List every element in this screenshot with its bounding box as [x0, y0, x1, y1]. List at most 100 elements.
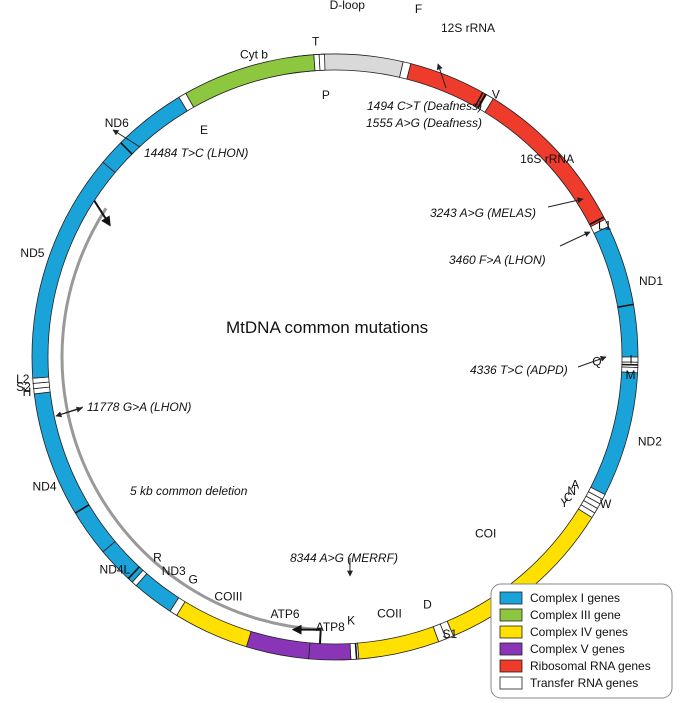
mutation-disease: ADPD	[529, 363, 564, 377]
legend-swatch-complex1	[499, 591, 523, 605]
deletion-label: 5 kb common deletion	[130, 484, 248, 498]
mutation-mark	[127, 566, 140, 580]
gene-label-nd4l: ND4L	[100, 563, 131, 577]
segment-atp6	[245, 630, 311, 660]
gene-label-n: N	[567, 484, 576, 498]
mutation-change: 11778 G>A (	[87, 400, 156, 414]
mutation-label-m8344: 8344 A>G (MERRF)	[290, 551, 398, 565]
gene-label-y: Y	[560, 496, 568, 510]
mutation-suffix: )	[476, 99, 482, 113]
legend-label-complex3: Complex III gene	[530, 608, 621, 622]
segment-nd2	[590, 371, 639, 496]
mutation-label-m1555: 1555 A>G (Deafness)	[366, 116, 482, 130]
mutation-arrow-m4336	[577, 355, 607, 368]
gene-label-atp8: ATP8	[316, 620, 345, 634]
mutation-suffix: )	[530, 206, 536, 220]
legend-label-trna: Transfer RNA genes	[530, 676, 638, 690]
mutation-marks	[74, 92, 638, 660]
gene-label-d-loop: D-loop	[330, 0, 366, 12]
mutation-arrow-m1494	[436, 63, 447, 89]
gene-label-e: E	[200, 123, 208, 137]
legend-swatch-complex3	[499, 608, 523, 622]
gene-label-f: F	[415, 2, 422, 16]
mutation-change: 1494 C>T (	[367, 99, 429, 113]
gene-label-nd6: ND6	[105, 116, 129, 130]
gene-label-cyt-b: Cyt b	[240, 48, 268, 62]
gene-label-c: C	[564, 490, 573, 504]
mutation-mark	[74, 504, 90, 514]
gene-label-coiii: COIII	[214, 589, 242, 603]
gene-label-coi: COI	[475, 526, 496, 540]
mutation-arrow-m14484	[112, 129, 141, 148]
gene-label-nd1: ND1	[639, 274, 663, 288]
mutation-arrow-m3460	[559, 231, 591, 247]
mutation-arrow-m3243	[547, 197, 584, 208]
gene-label-t: T	[312, 35, 320, 49]
mutation-mark	[120, 142, 133, 155]
legend-swatch-complex5	[499, 642, 523, 656]
mutation-disease: Deafness	[427, 99, 478, 113]
mutation-disease: LHON	[211, 146, 245, 160]
mutation-suffix: )	[392, 551, 398, 565]
segment-cyt-b	[185, 54, 316, 108]
legend-label-complex5: Complex V genes	[530, 642, 625, 656]
deletion-start-bracket	[291, 624, 322, 644]
mutation-change: 1555 A>G (	[366, 116, 429, 130]
segment-k	[349, 642, 360, 661]
mutation-suffix: )	[562, 363, 568, 377]
gene-label-nd2: ND2	[638, 434, 662, 448]
gene-label-r: R	[153, 551, 162, 565]
mutation-mark	[476, 93, 487, 109]
gene-label-nd4: ND4	[32, 479, 56, 493]
mutation-mark	[354, 643, 358, 660]
mutation-suffix: )	[185, 400, 191, 414]
legend-swatch-rrna	[499, 659, 523, 673]
gene-label-l1: L1	[598, 218, 612, 232]
gene-label-p: P	[322, 88, 330, 102]
mutation-label-m4336: 4336 T>C (ADPD)	[470, 363, 568, 377]
gene-label-v: V	[492, 87, 500, 101]
gene-label-atp6: ATP6	[270, 607, 299, 621]
gene-label-w: W	[600, 497, 612, 511]
segment-coii	[357, 626, 440, 660]
genome-ring	[31, 53, 639, 661]
legend-label-complex1: Complex I genes	[530, 591, 620, 605]
segment-p	[318, 53, 326, 71]
legend-swatch-trna	[499, 676, 523, 690]
mutation-mark	[589, 216, 605, 226]
mutation-disease: Deafness	[427, 116, 478, 130]
gene-label-k: K	[347, 614, 355, 628]
gene-label-q: Q	[592, 355, 601, 369]
gene-label-h: H	[23, 385, 32, 399]
mutation-disease: LHON	[154, 400, 188, 414]
gene-label-nd3: ND3	[162, 564, 186, 578]
segment-nd4	[33, 391, 116, 553]
mutation-labels: 1494 C>T (Deafness)1555 A>G (Deafness)32…	[55, 63, 607, 577]
segment-nd1	[593, 226, 639, 358]
mutation-label-m11778: 11778 G>A (LHON)	[87, 400, 191, 414]
diagram-title: MtDNA common mutations	[226, 318, 428, 337]
gene-label-s1: S1	[442, 627, 457, 641]
gene-label-g: G	[188, 573, 197, 587]
mutation-change: 3460 F>A (	[449, 253, 510, 267]
gene-label-d: D	[423, 597, 432, 611]
gene-label-l2: L2	[16, 372, 30, 386]
gene-label-m: M	[625, 368, 635, 382]
segment-nd5	[31, 161, 116, 379]
gene-label-s2: S2	[16, 380, 31, 394]
mutation-label-m3460: 3460 F>A (LHON)	[449, 253, 546, 267]
segment-nd3	[135, 573, 180, 612]
mutation-mark	[474, 92, 484, 107]
deletion-arc	[60, 207, 321, 632]
legend-swatch-complex4	[499, 625, 523, 639]
segment-coiii	[176, 601, 252, 648]
mutation-disease: MELAS	[491, 206, 532, 220]
deletion-end-bracket	[93, 200, 111, 227]
segment-atp8	[308, 642, 352, 661]
mutation-mark	[617, 303, 634, 308]
mutation-disease: LHON	[508, 253, 542, 267]
mutation-suffix: )	[476, 116, 482, 130]
